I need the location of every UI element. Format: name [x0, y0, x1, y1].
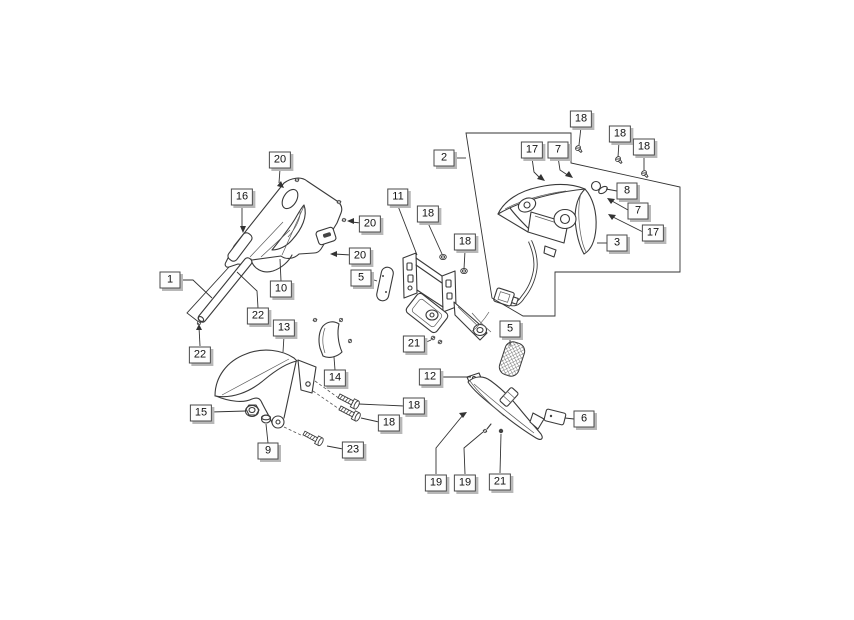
callout-20: 20 [348, 247, 372, 265]
callout-10: 10 [269, 280, 293, 298]
callout-22: 22 [188, 346, 212, 364]
callout-9: 9 [257, 442, 279, 460]
leader-lines [179, 126, 645, 475]
group-outline [465, 132, 681, 317]
callout-20: 20 [268, 151, 292, 169]
callout-15: 15 [189, 404, 213, 422]
callout-18: 18 [402, 397, 426, 415]
callout-19: 19 [424, 474, 448, 492]
callout-16: 16 [230, 188, 254, 206]
callout-23: 23 [341, 441, 365, 459]
callout-3: 3 [606, 234, 628, 252]
callout-14: 14 [323, 369, 347, 387]
callout-5: 5 [499, 320, 521, 338]
callout-21: 21 [402, 335, 426, 353]
callout-22: 22 [246, 307, 270, 325]
bracket-drawing [376, 252, 492, 345]
callout-18: 18 [632, 138, 656, 156]
tail-light-drawing [493, 180, 608, 307]
callout-2: 2 [433, 149, 455, 167]
callout-17: 17 [520, 141, 544, 159]
callout-18: 18 [377, 414, 401, 432]
callout-18: 18 [453, 233, 477, 251]
callout-11: 11 [387, 188, 409, 206]
mudguard-drawing [466, 341, 567, 440]
callout-20: 20 [358, 215, 382, 233]
callout-17: 17 [641, 224, 665, 242]
callout-5: 5 [350, 269, 372, 287]
callout-8: 8 [616, 182, 638, 200]
callout-1: 1 [159, 271, 181, 289]
callout-18: 18 [569, 110, 593, 128]
callout-18: 18 [416, 205, 440, 223]
callout-7: 7 [627, 202, 649, 220]
callout-12: 12 [418, 368, 442, 386]
callout-21: 21 [488, 473, 512, 491]
callout-6: 6 [573, 410, 595, 428]
front-fender-drawing [214, 317, 362, 447]
callout-18: 18 [608, 125, 632, 143]
callout-19: 19 [453, 474, 477, 492]
steering-cover-drawing [224, 177, 343, 273]
callout-13: 13 [272, 319, 296, 337]
callout-7: 7 [547, 141, 569, 159]
